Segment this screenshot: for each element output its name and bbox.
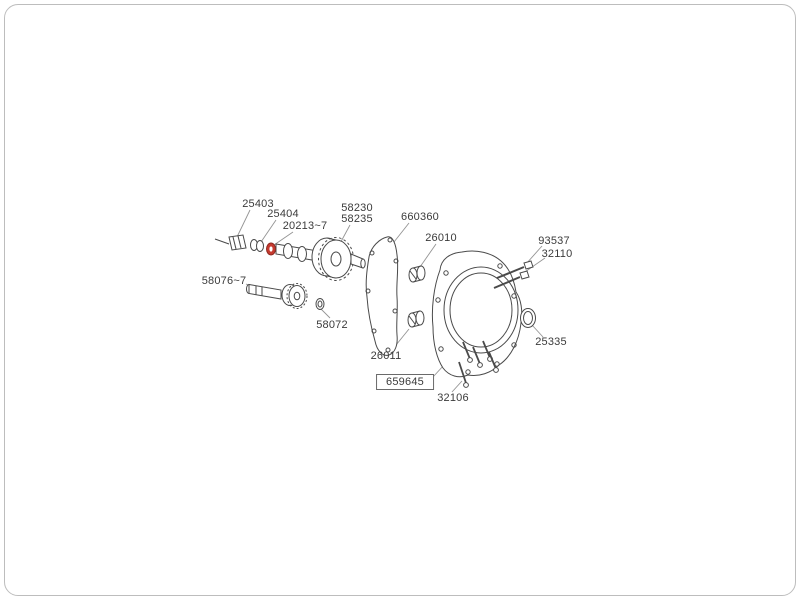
part-label-25335[interactable]: 25335 (535, 336, 567, 348)
gearcase-cover-drawing (431, 250, 523, 378)
camshaft-drawing (214, 234, 366, 281)
long-bolts-drawing (493, 260, 534, 289)
part-label-58072[interactable]: 58072 (316, 319, 348, 331)
bearing-26010-drawing (408, 265, 426, 283)
pinion-gear-drawing (246, 283, 308, 309)
part-label-93537[interactable]: 93537 (538, 235, 570, 247)
part-label-20213-7[interactable]: 20213~7 (282, 220, 328, 232)
part-label-659645[interactable]: 659645 (376, 374, 434, 390)
part-label-58230[interactable]: 58230 (341, 202, 373, 214)
part-label-32110[interactable]: 32110 (541, 248, 573, 260)
bearing-26011-drawing (407, 310, 425, 328)
seal-drawing (520, 308, 536, 328)
part-label-26010[interactable]: 26010 (425, 232, 457, 244)
highlighted-oring[interactable] (266, 242, 276, 256)
washer-drawing (315, 298, 325, 310)
part-label-25404[interactable]: 25404 (267, 208, 299, 220)
gasket-drawing (365, 236, 399, 356)
part-label-26011[interactable]: 26011 (370, 350, 402, 362)
part-label-25403[interactable]: 25403 (242, 198, 274, 210)
mounting-bolts-drawing (458, 340, 499, 388)
part-label-58076-7[interactable]: 58076~7 (201, 275, 247, 287)
part-label-660360[interactable]: 660360 (401, 211, 439, 223)
part-label-32106[interactable]: 32106 (437, 392, 469, 404)
part-label-58235[interactable]: 58235 (341, 213, 373, 225)
